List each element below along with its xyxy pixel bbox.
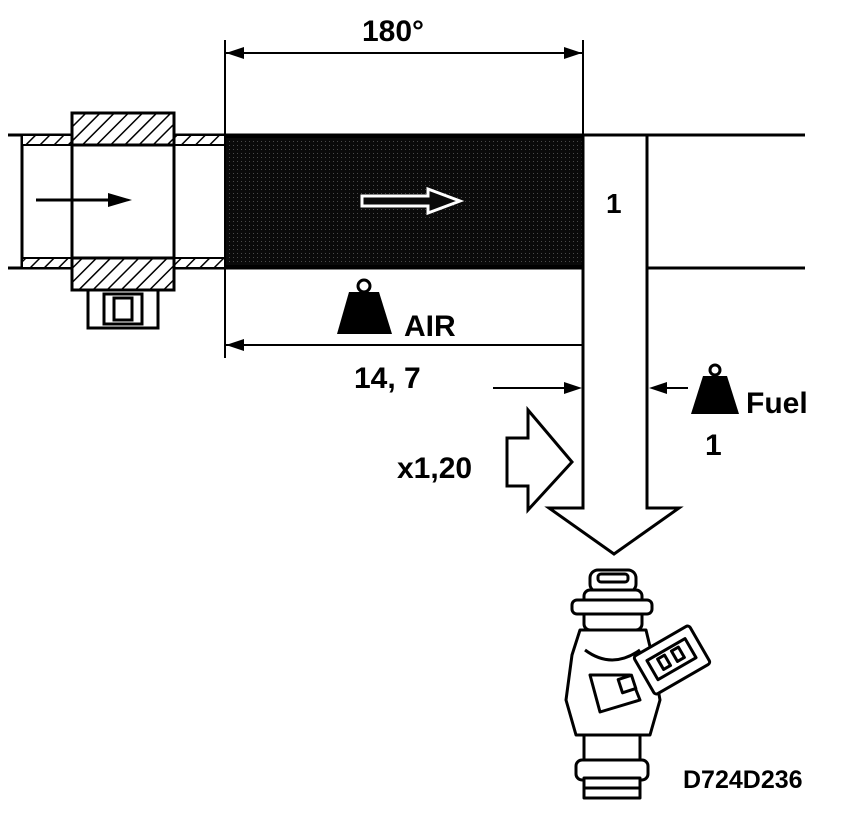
inlet-flow-arrow [36,193,132,207]
dimension-lines [224,40,645,358]
figure-code-label: D724D236 [683,766,803,794]
angle-label: 180° [362,15,424,48]
air-ratio-label: 14, 7 [354,362,421,395]
fuel-delivery-arrow [544,135,684,556]
air-label: AIR [404,310,456,343]
sensor-connector [86,288,160,330]
chamber-number-label: 1 [606,188,622,219]
air-weight-icon [337,278,392,334]
width-pointer-arrows [493,382,688,394]
fuel-ratio-label: 1 [705,429,722,462]
fuel-label: Fuel [746,387,808,420]
fuel-injector-icon [564,568,712,800]
enrichment-arrow [505,405,574,514]
air-flow-arrow [360,186,465,216]
enrichment-label: x1,20 [397,452,472,485]
throttle-body [70,111,176,292]
fuel-weight-icon [691,363,739,414]
